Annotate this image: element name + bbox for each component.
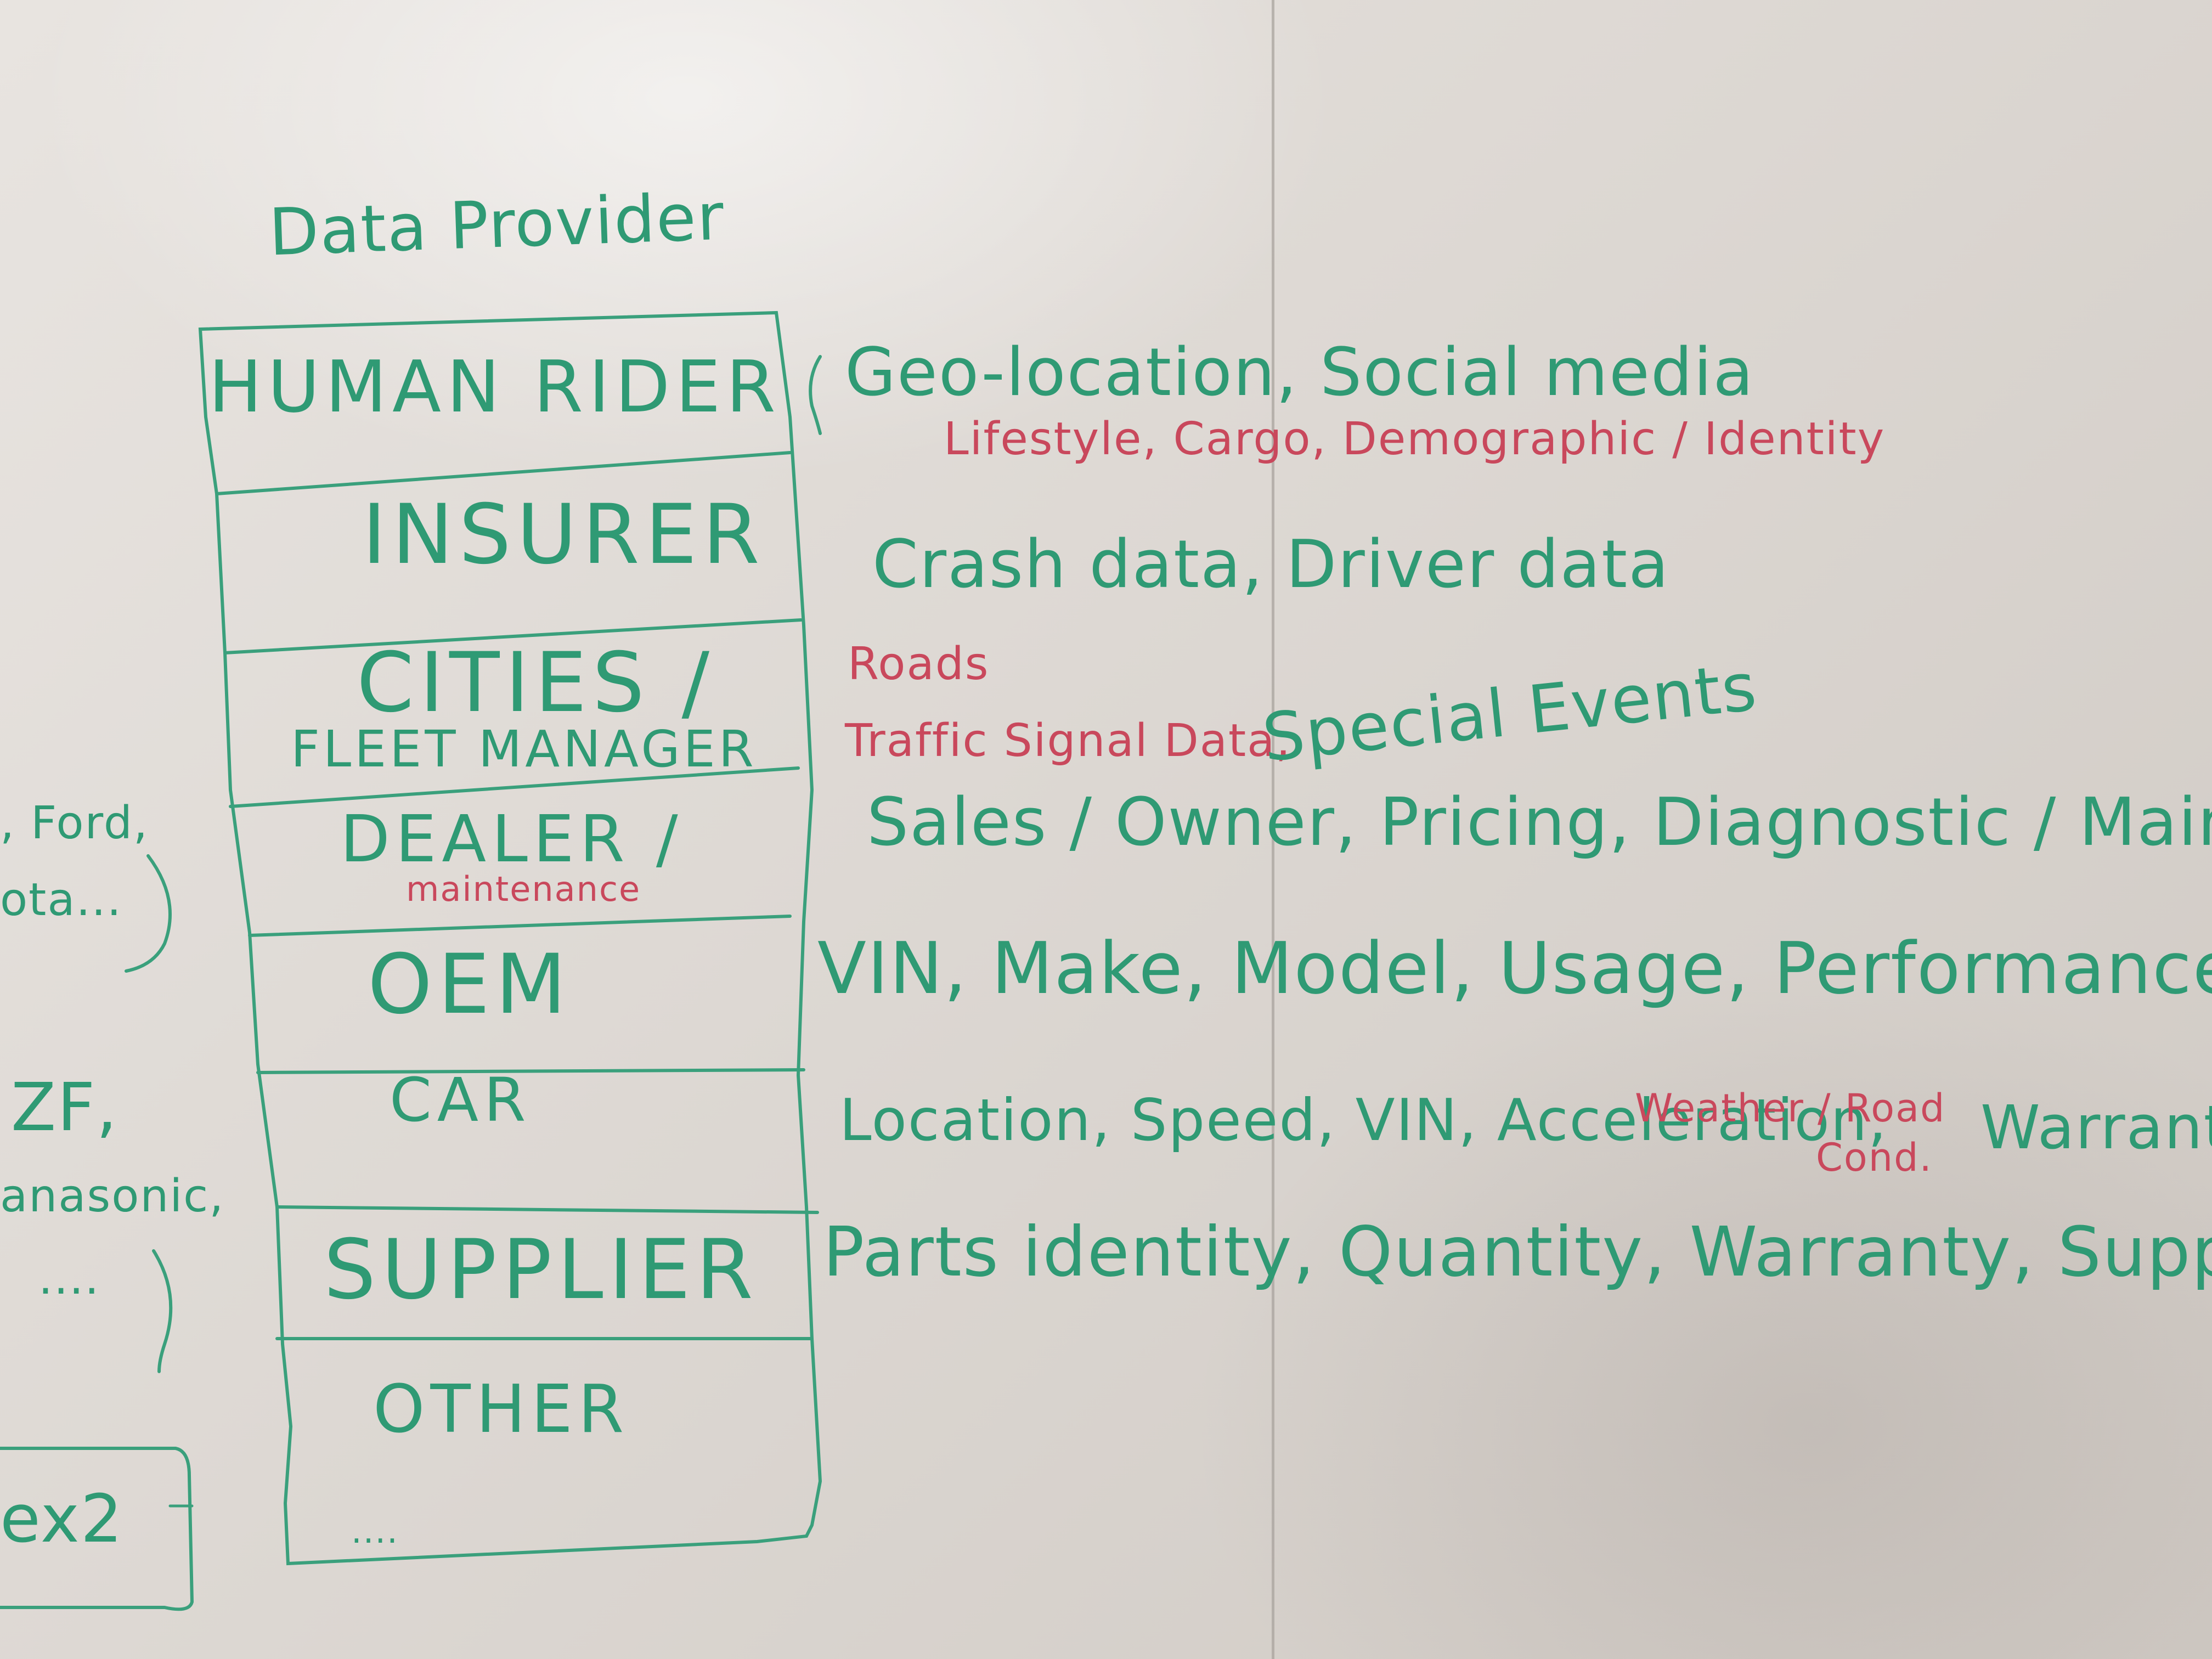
note-car-weather: Weather / Road	[1635, 1086, 1946, 1131]
note-car-cond: Cond.	[1816, 1135, 1933, 1180]
margin-box	[0, 1447, 194, 1611]
row-divider	[248, 915, 792, 937]
table-outline	[198, 311, 822, 1566]
margin-note-zf: ZF,	[11, 1070, 119, 1146]
row-divider	[275, 1205, 819, 1214]
row-label-supplier: SUPPLIER	[324, 1222, 759, 1318]
margin-note-ota: ota...	[0, 874, 122, 926]
row-label-car: CAR	[390, 1065, 532, 1135]
row-label-human-rider: HUMAN RIDER	[208, 345, 781, 428]
margin-note-ford: , Ford,	[0, 797, 149, 849]
note-human-rider-red: Lifestyle, Cargo, Demographic / Identity	[944, 413, 1886, 465]
margin-bracket	[152, 1249, 173, 1373]
row-label-oem: OEM	[368, 937, 572, 1032]
row-divider	[215, 451, 792, 495]
row-label-dealer: DEALER /	[340, 801, 684, 877]
row-divider	[223, 618, 803, 654]
margin-box-label: ex2	[0, 1481, 124, 1558]
note-insurer: Crash data, Driver data	[872, 527, 1670, 603]
row-label-fleet-manager: FLEET MANAGER	[291, 720, 757, 778]
whiteboard-seam	[1272, 0, 1274, 1659]
note-dealer: Sales / Owner, Pricing, Diagnostic / Mai…	[867, 785, 2212, 861]
row-brace	[809, 355, 822, 435]
margin-note-panasonic: anasonic,	[0, 1170, 225, 1222]
note-cities-traffic: Traffic Signal Data,	[845, 715, 1291, 767]
row-divider	[256, 1068, 805, 1074]
row-label-other: OTHER	[373, 1372, 630, 1448]
margin-note-dots: ....	[38, 1252, 100, 1305]
row-divider	[229, 766, 800, 808]
row-label-cities: CITIES /	[357, 635, 715, 731]
note-supplier: Parts identity, Quantity, Warranty, Supp…	[823, 1212, 2212, 1292]
note-car-warranty: Warranty	[1980, 1092, 2212, 1163]
note-car: Location, Speed, VIN, Acceleration,	[839, 1087, 1888, 1154]
margin-bracket	[125, 854, 172, 973]
note-human-rider: Geo-location, Social media	[845, 335, 1754, 411]
note-oem: VIN, Make, Model, Usage, Performance, Di…	[817, 927, 2212, 1010]
board-title: Data Provider	[267, 178, 726, 270]
row-other-dots: ....	[351, 1511, 399, 1551]
row-label-dealer-sub: maintenance	[406, 869, 641, 909]
row-label-insurer: INSURER	[362, 487, 765, 583]
note-cities-roads: Roads	[848, 638, 990, 690]
